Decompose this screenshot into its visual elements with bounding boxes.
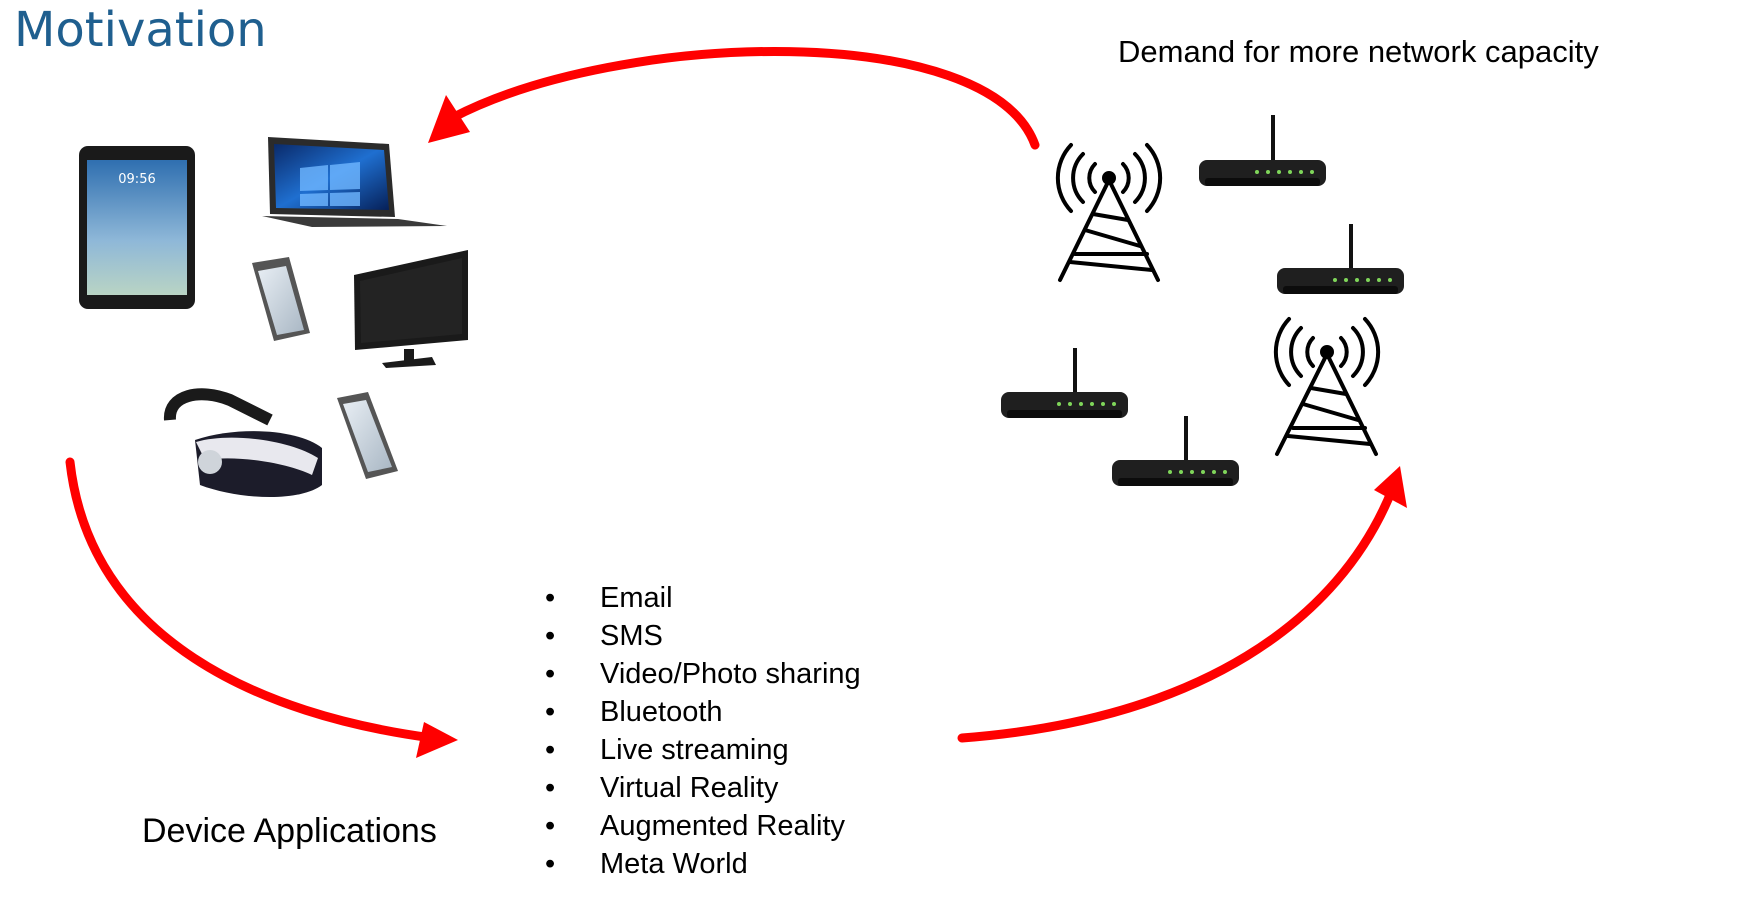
smartphone-icon (337, 392, 398, 479)
list-item: Augmented Reality (545, 810, 861, 848)
cell-tower-icon (1273, 317, 1381, 456)
list-item: Virtual Reality (545, 772, 861, 810)
arrow-top (447, 46, 1040, 150)
arrow-bottom-right (957, 485, 1397, 743)
router-icon (1001, 348, 1128, 418)
arrow-head (1374, 466, 1407, 508)
list-item: Email (545, 582, 861, 620)
device-applications-label: Device Applications (142, 812, 437, 850)
list-item: SMS (545, 620, 861, 658)
router-icon (1112, 416, 1239, 486)
list-item: Live streaming (545, 734, 861, 772)
applications-list: Email SMS Video/Photo sharing Bluetooth … (545, 582, 861, 886)
tablet-icon: 09:56 (79, 146, 195, 309)
arrow-head (428, 95, 470, 143)
monitor-icon (354, 250, 468, 368)
laptop-icon (262, 137, 447, 227)
cycle-arrows (65, 46, 1397, 743)
tablet-clock: 09:56 (118, 172, 155, 187)
cell-tower-icon (1055, 143, 1163, 282)
router-icon (1199, 115, 1326, 186)
arrow-bottom-left (65, 457, 437, 743)
router-icon (1277, 224, 1404, 294)
smartphone-icon (252, 257, 310, 341)
demand-label: Demand for more network capacity (1118, 34, 1599, 69)
slide-title: Motivation (14, 2, 267, 58)
vr-headset-icon (164, 388, 322, 498)
list-item: Bluetooth (545, 696, 861, 734)
arrow-head (416, 722, 458, 758)
list-item: Video/Photo sharing (545, 658, 861, 696)
list-item: Meta World (545, 848, 861, 886)
